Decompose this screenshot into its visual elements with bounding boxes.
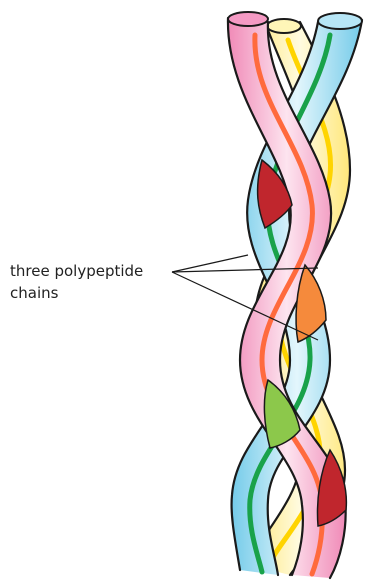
pointer-to-blue	[172, 255, 248, 272]
label-three-polypeptide-chains-line2: chains	[10, 284, 59, 302]
label-three-polypeptide-chains-line1: three polypeptide	[10, 262, 143, 280]
